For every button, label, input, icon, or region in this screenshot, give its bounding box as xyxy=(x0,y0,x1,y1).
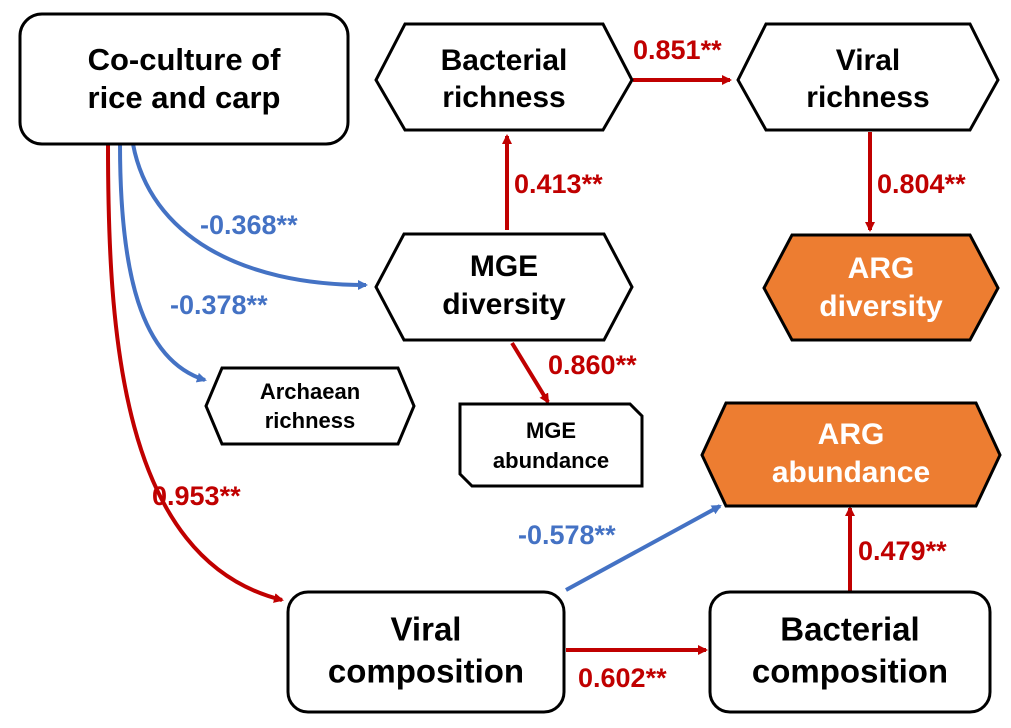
coef-bacterial-richness-to-viral-richness: 0.851** xyxy=(633,35,722,65)
arg-diversity-label-line2: diversity xyxy=(819,290,943,323)
node-mge-diversity: MGE diversity xyxy=(374,232,634,342)
node-arg-diversity: ARG diversity xyxy=(762,233,1000,342)
arg-abundance-label-line1: ARG xyxy=(818,418,885,451)
arg-diversity-label-line1: ARG xyxy=(848,252,915,285)
coef-mge-diversity-to-bacterial-richness: 0.413** xyxy=(514,169,603,199)
node-mge-abundance: MGE abundance xyxy=(458,402,644,488)
node-bacterial-composition: Bacterial composition xyxy=(708,590,992,714)
coef-coculture-to-viral-composition: 0.953** xyxy=(152,481,241,511)
arrow-mge-diversity-to-mge-abundance xyxy=(510,341,550,404)
archaean-richness-label-line2: richness xyxy=(265,408,356,433)
coculture-label-line2: rice and carp xyxy=(88,80,281,115)
node-viral-richness: Viral richness xyxy=(736,22,1000,132)
coef-coculture-to-archaean-richness: -0.378** xyxy=(170,290,268,320)
mge-diversity-label-line2: diversity xyxy=(442,288,566,321)
node-archaean-richness: Archaean richness xyxy=(204,366,416,446)
coef-coculture-to-mge-diversity: -0.368** xyxy=(200,210,298,240)
coef-mge-diversity-to-mge-abundance: 0.860** xyxy=(548,350,637,380)
coef-viral-composition-to-bacterial-composition: 0.602** xyxy=(578,663,667,693)
coef-viral-richness-to-arg-diversity: 0.804** xyxy=(877,169,966,199)
mge-diversity-label-line1: MGE xyxy=(470,250,538,283)
coculture-label-line1: Co-culture of xyxy=(88,42,282,77)
node-bacterial-richness: Bacterial richness xyxy=(374,22,634,132)
arg-abundance-label-line2: abundance xyxy=(772,456,930,489)
bacterial-composition-label-line1: Bacterial xyxy=(780,611,919,648)
mge-abundance-label-line2: abundance xyxy=(493,448,609,473)
coef-viral-composition-to-arg-abundance: -0.578** xyxy=(518,520,616,550)
node-viral-composition: Viral composition xyxy=(286,590,566,714)
coefficients: 0.851** 0.413** 0.804** -0.368** -0.378*… xyxy=(152,35,966,693)
bacterial-richness-label-line2: richness xyxy=(442,81,565,114)
viral-richness-label-line1: Viral xyxy=(836,44,901,77)
arrow-coculture-to-viral-composition xyxy=(106,143,284,603)
viral-composition-label-line1: Viral xyxy=(391,611,462,648)
arrow-coculture-to-mge-diversity xyxy=(131,143,368,290)
bacterial-composition-label-line2: composition xyxy=(752,653,948,690)
archaean-richness-label-line1: Archaean xyxy=(260,379,360,404)
viral-composition-label-line2: composition xyxy=(328,653,524,690)
mge-abundance-label-line1: MGE xyxy=(526,418,576,443)
arrow-coculture-to-archaean-richness xyxy=(118,143,207,383)
connectors xyxy=(106,75,875,655)
node-arg-abundance: ARG abundance xyxy=(700,401,1002,508)
node-coculture: Co-culture of rice and carp xyxy=(18,12,350,146)
coef-bacterial-composition-to-arg-abundance: 0.479** xyxy=(858,536,947,566)
viral-richness-label-line2: richness xyxy=(806,81,929,114)
bacterial-richness-label-line1: Bacterial xyxy=(441,44,568,77)
arrow-viral-composition-to-arg-abundance xyxy=(565,504,722,592)
